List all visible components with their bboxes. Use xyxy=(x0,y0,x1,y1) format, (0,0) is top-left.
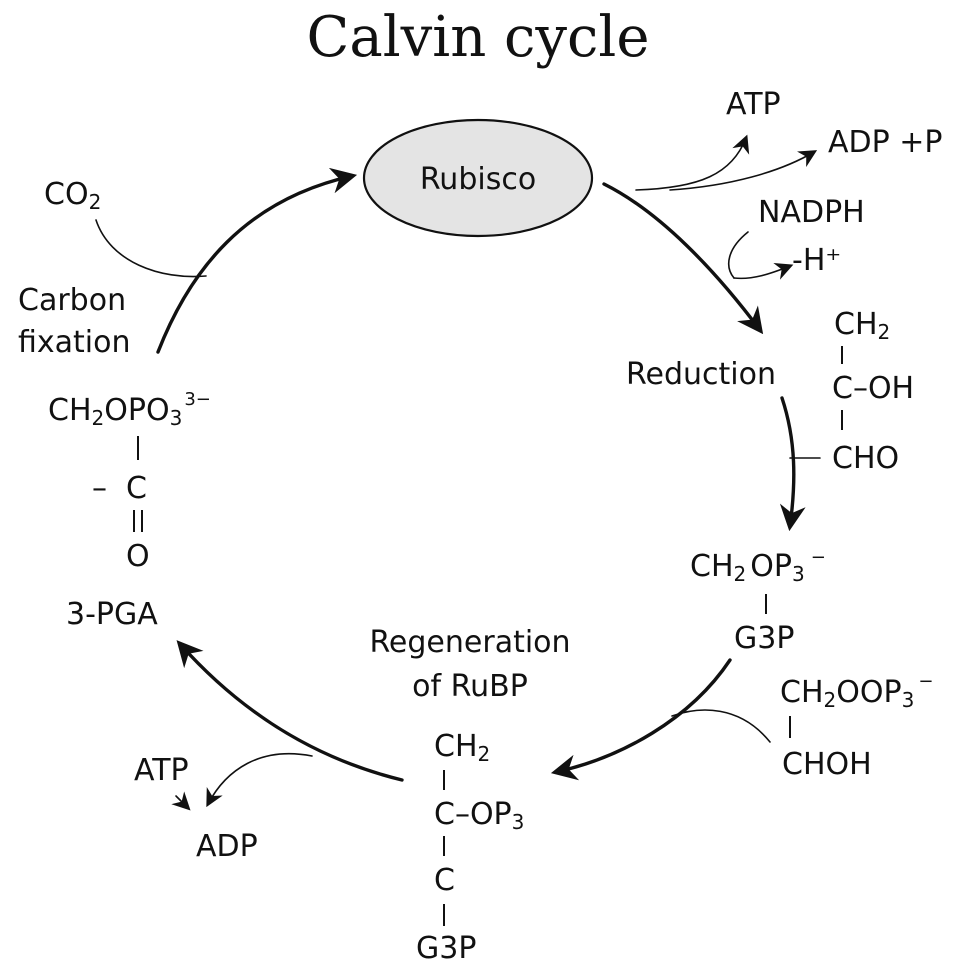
left-c: C xyxy=(126,471,147,506)
g3p-label: G3P xyxy=(734,621,794,656)
rubisco-label: Rubisco xyxy=(420,162,536,197)
adp-p-label: ADP +P xyxy=(828,125,942,160)
atp-bottom-label: ATP xyxy=(134,753,189,788)
reduction-label: Reduction xyxy=(626,357,776,392)
reduction-ch2: CH2 xyxy=(834,307,890,344)
arrow-atp-small xyxy=(171,791,191,811)
arrow-phosphate-join xyxy=(671,709,771,743)
arrow-co2-input xyxy=(95,219,207,278)
reduction-cho: CHO xyxy=(832,441,899,476)
atp-top-label: ATP xyxy=(726,87,781,122)
regeneration-label-2: of RuBP xyxy=(412,669,528,704)
arrow-rubisco-to-reduction xyxy=(602,182,764,335)
arrow-to-adp-p xyxy=(669,150,818,191)
pga-label: 3-PGA xyxy=(66,597,158,632)
regen-g3p: G3P xyxy=(416,931,476,966)
diagram-title: Calvin cycle xyxy=(307,5,650,70)
co2-label: CO2 xyxy=(44,177,101,214)
arrow-g3p-to-regeneration xyxy=(550,658,732,781)
phosphate-right-choh: CHOH xyxy=(782,747,872,782)
left-formula: CH2OPO33− xyxy=(48,389,211,430)
arrow-atp-to-adp xyxy=(206,752,313,808)
regen-c: C xyxy=(434,863,455,898)
carbon-fixation-label-1: Carbon xyxy=(18,283,126,318)
regen-c-op: C–OP3 xyxy=(434,797,524,834)
regeneration-label-1: Regeneration xyxy=(369,625,570,660)
nadph-label: NADPH xyxy=(758,195,865,230)
arrow-reduction-to-g3p xyxy=(779,396,806,532)
rubisco-ellipse xyxy=(362,118,594,238)
phosphate-right-formula: CH2OOP3− xyxy=(780,671,933,712)
arrow-to-atp xyxy=(635,134,750,191)
arrow-nadph xyxy=(727,231,749,279)
adp-bottom-label: ADP xyxy=(196,829,258,864)
carbon-fixation-label-2: fixation xyxy=(18,325,131,360)
reduction-c-oh: C–OH xyxy=(832,371,914,406)
left-dash: – xyxy=(92,471,107,506)
regen-ch2: CH2 xyxy=(434,729,490,766)
left-o: O xyxy=(126,539,150,574)
h-plus-label: -H⁺ xyxy=(792,243,841,278)
arrow-regeneration-to-pga xyxy=(176,640,404,782)
arrow-fixation-to-rubisco xyxy=(156,167,358,354)
arrow-to-h-plus xyxy=(733,262,794,280)
